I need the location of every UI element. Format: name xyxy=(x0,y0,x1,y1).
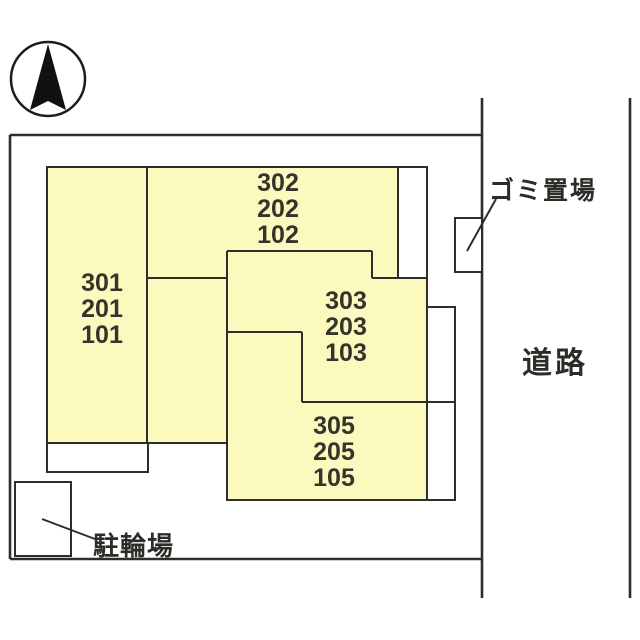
unit-305-floor3: 305 xyxy=(313,412,355,440)
unit-303-floor1: 103 xyxy=(325,339,367,367)
unit-302-floor3: 302 xyxy=(257,169,299,197)
stair-strip-right xyxy=(426,306,456,501)
unit-303-floor3: 303 xyxy=(325,287,367,315)
bicycle-leader-line xyxy=(41,518,96,540)
unit-305-label: 305 205 105 xyxy=(308,413,360,491)
unit-302-label: 302 202 102 xyxy=(250,170,306,248)
unit-305-floor2: 205 xyxy=(313,438,355,466)
garbage-area-box xyxy=(454,217,483,273)
unit-301-label: 301 201 101 xyxy=(76,270,128,348)
bicycle-parking-label: 駐輪場 xyxy=(93,531,175,561)
entrance-strip-bottom-left xyxy=(46,442,149,473)
north-arrow-icon xyxy=(30,44,66,110)
garbage-leader-line xyxy=(466,198,497,252)
north-compass xyxy=(9,40,87,118)
road-label: 道路 xyxy=(522,347,588,380)
unit-divider-lines xyxy=(146,167,427,500)
unit-301-floor1: 101 xyxy=(81,321,123,349)
unit-303-label: 303 203 103 xyxy=(320,288,372,366)
unit-302-floor2: 202 xyxy=(257,195,299,223)
unit-302-floor1: 102 xyxy=(257,221,299,249)
unit-301-floor3: 301 xyxy=(81,269,123,297)
stair-strip-top-right xyxy=(397,166,428,279)
property-boundary xyxy=(8,133,482,561)
garbage-area-label: ゴミ置場 xyxy=(489,177,598,205)
compass-circle-icon xyxy=(9,40,87,118)
unit-305-floor1: 105 xyxy=(313,464,355,492)
unit-301-floor2: 201 xyxy=(81,295,123,323)
unit-303-floor2: 203 xyxy=(325,313,367,341)
